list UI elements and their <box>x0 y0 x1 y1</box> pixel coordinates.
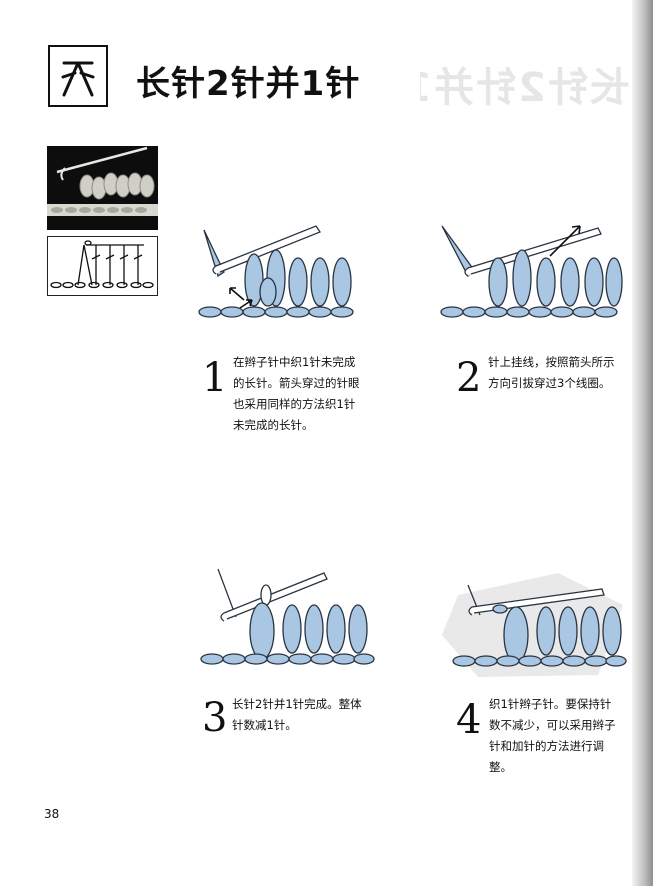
step-2-illustration <box>438 220 623 330</box>
step-1-number: 1 <box>202 355 228 401</box>
step-4-number: 4 <box>456 697 482 743</box>
step-4-text: 织1针辫子针。要保持针 数不减少，可以采用辫子 针和加针的方法进行调 整。 <box>489 694 616 778</box>
step-4-line-2: 数不减少，可以采用辫子 <box>489 718 616 732</box>
stitch-symbol-box <box>48 45 108 107</box>
step-3-text: 长针2针并1针完成。整体 针数减1针。 <box>232 694 362 736</box>
step-4-line-1: 织1针辫子针。要保持针 <box>489 697 612 711</box>
double-crochet-2-together-symbol-icon <box>61 61 95 97</box>
bleed-through-title: 长针2针并1针 <box>420 65 630 111</box>
step-3-line-1: 长针2针并1针完成。整体 <box>232 697 362 711</box>
step-2-line-1: 针上挂线，按照箭头所示 <box>488 355 615 369</box>
step-1-line-3: 也采用同样的方法织1针 <box>233 397 356 411</box>
step-3-number: 3 <box>202 695 228 741</box>
step-1-line-1: 在辫子针中织1针未完成 <box>233 355 356 369</box>
step-1-line-4: 未完成的长针。 <box>233 418 314 432</box>
page-number: 38 <box>44 807 60 821</box>
step-1-illustration <box>196 220 366 330</box>
step-2-text: 针上挂线，按照箭头所示 方向引拔穿过3个线圈。 <box>488 352 615 394</box>
page-binding-edge <box>632 0 653 886</box>
step-1-text: 在辫子针中织1针未完成 的长针。箭头穿过的针眼 也采用同样的方法织1针 未完成的… <box>233 352 360 436</box>
step-2-line-2: 方向引拔穿过3个线圈。 <box>488 376 611 390</box>
step-2-number: 2 <box>456 355 482 401</box>
stitch-photo <box>47 146 158 230</box>
step-3-illustration <box>196 565 376 675</box>
stitch-chart <box>47 236 158 296</box>
step-1-line-2: 的长针。箭头穿过的针眼 <box>233 376 360 390</box>
page-title: 长针2针并1针 <box>136 64 361 104</box>
step-3-line-2: 针数减1针。 <box>232 718 297 732</box>
step-4-line-4: 整。 <box>489 760 512 774</box>
step-4-line-3: 针和加针的方法进行调 <box>489 739 604 753</box>
step-4-illustration <box>438 565 628 680</box>
